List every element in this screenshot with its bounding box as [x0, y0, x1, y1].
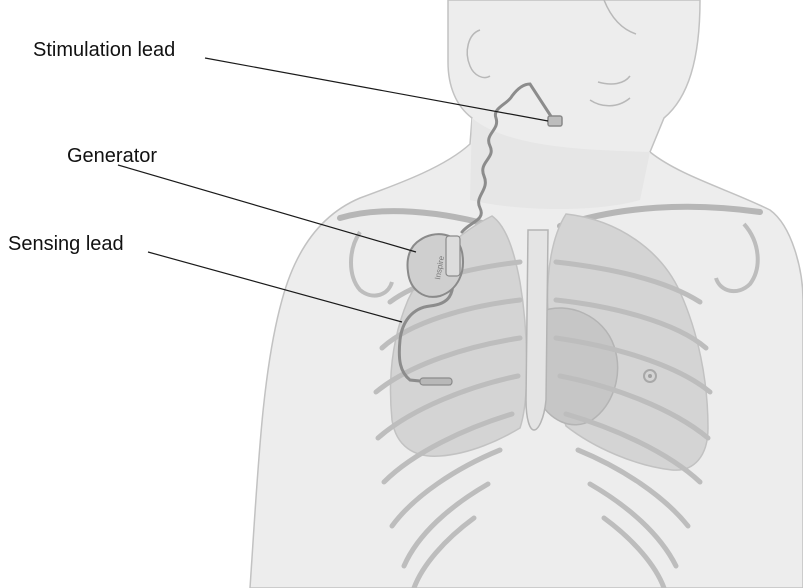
generator-device: Inspire	[408, 234, 464, 297]
label-stimulation-lead: Stimulation lead	[33, 40, 175, 60]
sensing-lead-tip	[420, 378, 452, 385]
stimulation-cuff	[548, 116, 562, 126]
label-generator: Generator	[67, 146, 157, 166]
sternum	[526, 230, 548, 430]
nipple-center	[648, 374, 652, 378]
label-sensing-lead: Sensing lead	[8, 234, 124, 254]
